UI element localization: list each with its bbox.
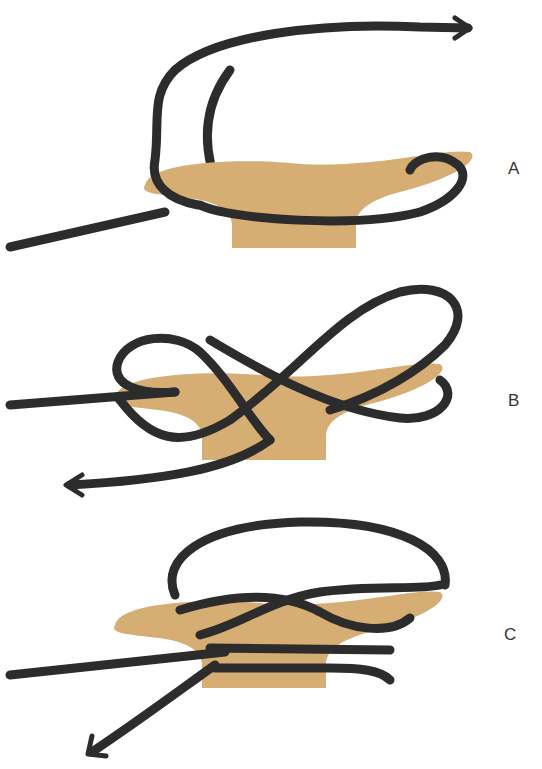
rope-cross-2 [200, 585, 440, 635]
stage-a [10, 18, 473, 248]
stage-letter: B [508, 392, 519, 409]
stage-b-rope [10, 289, 458, 495]
arrowhead [66, 475, 82, 495]
rope-tail [10, 212, 165, 247]
rope-turn-1 [210, 648, 390, 650]
rope-cross-1 [120, 289, 458, 437]
rope-end [70, 440, 270, 485]
arrowhead [88, 736, 106, 756]
rope-loop [154, 26, 468, 205]
rope-turn [200, 157, 463, 221]
stage-c [10, 522, 445, 756]
rope-turn-2 [215, 668, 390, 680]
rope-cross-2 [210, 340, 448, 418]
arrowhead [455, 18, 470, 38]
rope-tail [10, 652, 225, 675]
rope-end [92, 665, 215, 752]
stage-letter: C [504, 626, 516, 643]
stage-letter: A [508, 160, 519, 177]
